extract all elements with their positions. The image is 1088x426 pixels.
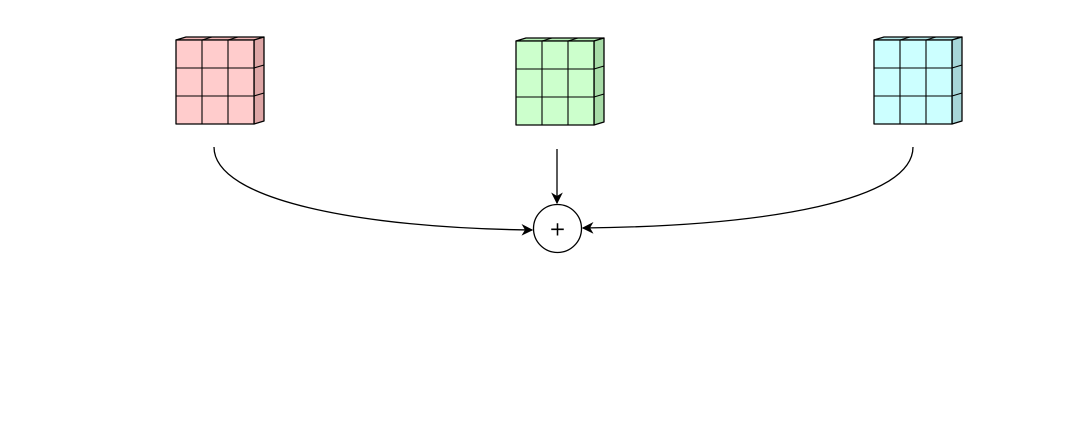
sum-node-circle: [532, 203, 583, 254]
block-left-grid-line: [253, 92, 265, 97]
block-middle-grid-line: [541, 37, 553, 42]
tensor-blocks: [175, 36, 963, 126]
block-right-grid-line: [899, 36, 911, 41]
block-right-front-face: [873, 39, 953, 125]
block-right-grid-line: [951, 92, 963, 97]
arrow-right-to-sum: [581, 146, 914, 234]
sum-node: +: [532, 203, 583, 254]
block-middle: [515, 37, 605, 126]
block-left-grid-line: [201, 36, 213, 41]
arrow-left-to-sum: [213, 146, 534, 236]
block-right-side-face: [951, 36, 963, 125]
block-middle-front-face: [515, 40, 595, 126]
block-middle-grid-line: [567, 37, 579, 42]
block-right-grid-line: [951, 64, 963, 69]
block-left-grid-line: [227, 36, 239, 41]
block-left-grid-line: [253, 64, 265, 69]
plus-icon: +: [549, 217, 566, 241]
block-left: [175, 36, 265, 125]
block-right-grid-line: [925, 36, 937, 41]
block-right: [873, 36, 963, 125]
block-middle-side-face: [593, 37, 605, 126]
block-middle-grid-line: [593, 65, 605, 70]
block-left-side-face: [253, 36, 265, 125]
block-left-front-face: [175, 39, 255, 125]
block-middle-grid-line: [593, 93, 605, 98]
